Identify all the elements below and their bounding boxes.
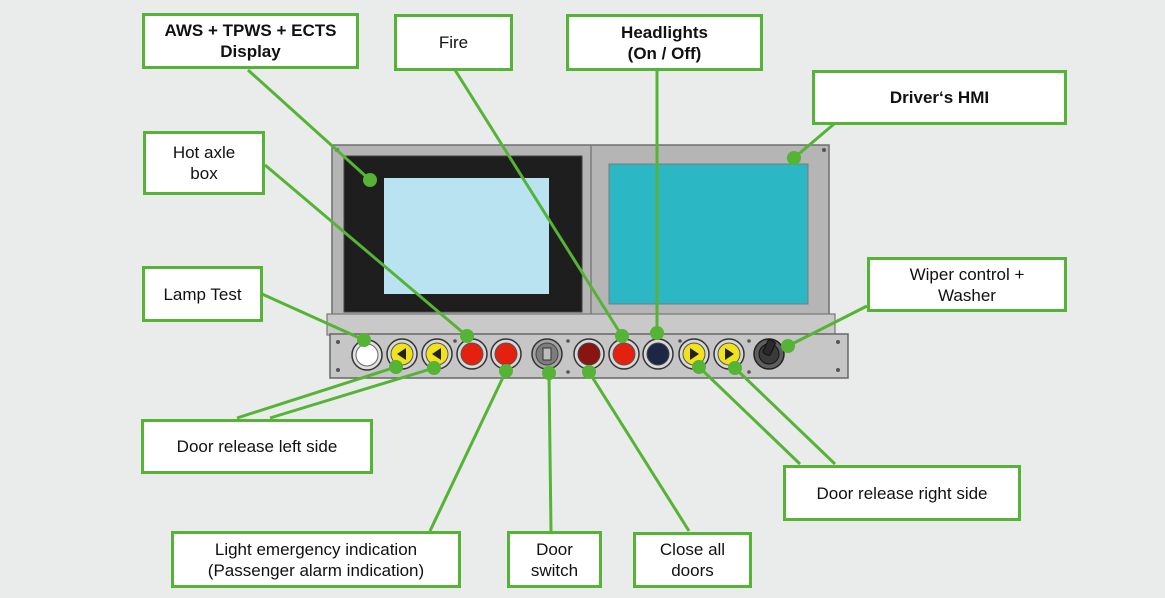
- door-release-left-button-2: [421, 338, 453, 370]
- callout-wiper-control: Wiper control + Washer: [867, 257, 1067, 312]
- door-switch-button: [531, 338, 563, 370]
- display-panel: [331, 144, 830, 322]
- callout-lamp-test: Lamp Test: [142, 266, 263, 322]
- leader-lines: [236, 68, 868, 532]
- callout-light-emergency: Light emergency indication (Passenger al…: [171, 531, 461, 588]
- fire-button: [608, 338, 640, 370]
- close-all-doors-button: [573, 338, 605, 370]
- callout-close-all-doors: Close all doors: [633, 532, 752, 588]
- callout-aws-tpws-ects-display: AWS + TPWS + ECTS Display: [142, 13, 359, 69]
- callout-fire: Fire: [394, 14, 513, 71]
- light-emergency-button: [490, 338, 522, 370]
- callout-door-release-left: Door release left side: [141, 419, 373, 474]
- callout-drivers-hmi: Driver‘s HMI: [812, 70, 1067, 125]
- aws-display-screen: [384, 178, 549, 294]
- lamp-test-button: [351, 339, 383, 371]
- drivers-hmi-screen: [608, 163, 809, 305]
- callout-door-release-right: Door release right side: [783, 465, 1021, 521]
- callout-headlights: Headlights (On / Off): [566, 14, 763, 71]
- wiper-control-knob: [753, 338, 785, 370]
- leader-dots: [357, 151, 801, 380]
- callout-hot-axle-box: Hot axle box: [143, 131, 265, 195]
- callout-door-switch: Door switch: [507, 531, 602, 588]
- headlights-button: [642, 338, 674, 370]
- hot-axle-box-button: [456, 338, 488, 370]
